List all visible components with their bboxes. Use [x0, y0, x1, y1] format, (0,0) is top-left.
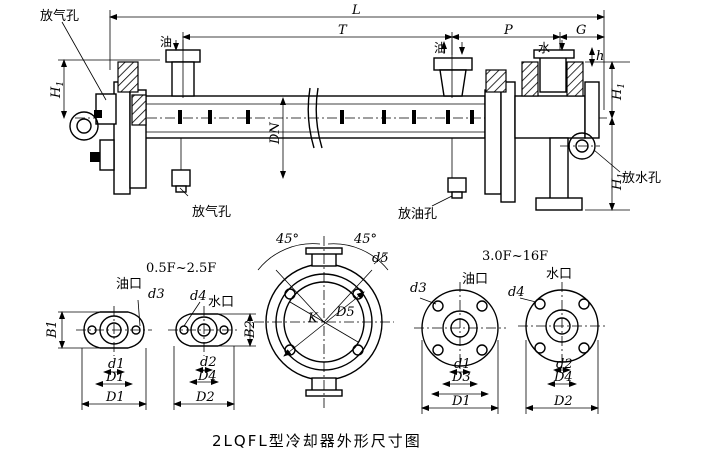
- dim-H1-lower: H1: [610, 173, 627, 191]
- dim-G: G: [576, 23, 586, 38]
- dim-h: h: [596, 49, 604, 64]
- main-elevation-view: [58, 10, 630, 211]
- angle-left: 45°: [275, 232, 299, 247]
- dim-d3-large: d3: [410, 281, 427, 296]
- oil-inlet-label: 油: [160, 35, 172, 49]
- dim-d5: d5: [372, 251, 389, 266]
- dim-d3-small: d3: [148, 287, 165, 302]
- dim-d4-small: d4: [190, 289, 207, 304]
- range-large: 3.0F~16F: [482, 249, 548, 264]
- dim-D2-large: D2: [553, 394, 573, 409]
- dim-B1: B1: [45, 320, 60, 339]
- oil-port-label-small: 油口: [116, 277, 142, 292]
- drain-water-label: 放水孔: [622, 171, 661, 186]
- dim-D4-large: D4: [553, 370, 573, 385]
- dim-H1-left: H1: [49, 81, 66, 99]
- water-port-label-large: 水口: [546, 267, 572, 282]
- end-view: [254, 236, 394, 408]
- dim-L: L: [351, 3, 361, 18]
- angle-right: 45°: [353, 232, 377, 247]
- oil-port-label-large: 油口: [462, 272, 488, 287]
- dim-d1-large: d1: [454, 357, 471, 372]
- dim-B2: B2: [243, 320, 258, 339]
- dim-T: T: [338, 23, 348, 38]
- water-inlet-label: 水: [538, 41, 550, 55]
- dim-D5: D5: [335, 305, 355, 320]
- dim-DN: DN: [268, 122, 283, 145]
- dim-P: P: [503, 23, 513, 38]
- vent-hole-label-top: 放气孔: [40, 8, 79, 24]
- dim-D1-large: D1: [451, 394, 471, 409]
- dim-d2-large: d2: [556, 357, 573, 372]
- dim-D2-small: D2: [195, 390, 215, 405]
- dim-D4-small: D4: [197, 369, 217, 384]
- oil-port-flange-small: [58, 299, 152, 410]
- baffles: [178, 110, 474, 124]
- oil-port-flange-large: [414, 282, 506, 414]
- range-small: 0.5F~2.5F: [146, 261, 216, 276]
- dim-d1-small: d1: [108, 357, 125, 372]
- dim-d2-small: d2: [200, 355, 217, 370]
- dim-H1-right: H1: [610, 83, 627, 101]
- water-port-flange-large: [518, 282, 606, 414]
- dim-K: K: [307, 311, 319, 326]
- vent-hole-label-bottom: 放气孔: [192, 204, 231, 220]
- water-port-flange-small: [168, 301, 256, 410]
- dim-d4-large: d4: [508, 285, 525, 300]
- dim-D1-outer-small: D1: [105, 390, 125, 405]
- drawing-title: 2LQFL型冷却器外形尺寸图: [212, 432, 422, 450]
- water-port-label-small: 水口: [208, 295, 234, 310]
- drain-oil-label: 放油孔: [398, 207, 437, 222]
- dim-D3-large: D3: [451, 370, 471, 385]
- dim-D1-inner-small: D1: [105, 370, 125, 385]
- oil-outlet-label: 油: [434, 41, 446, 55]
